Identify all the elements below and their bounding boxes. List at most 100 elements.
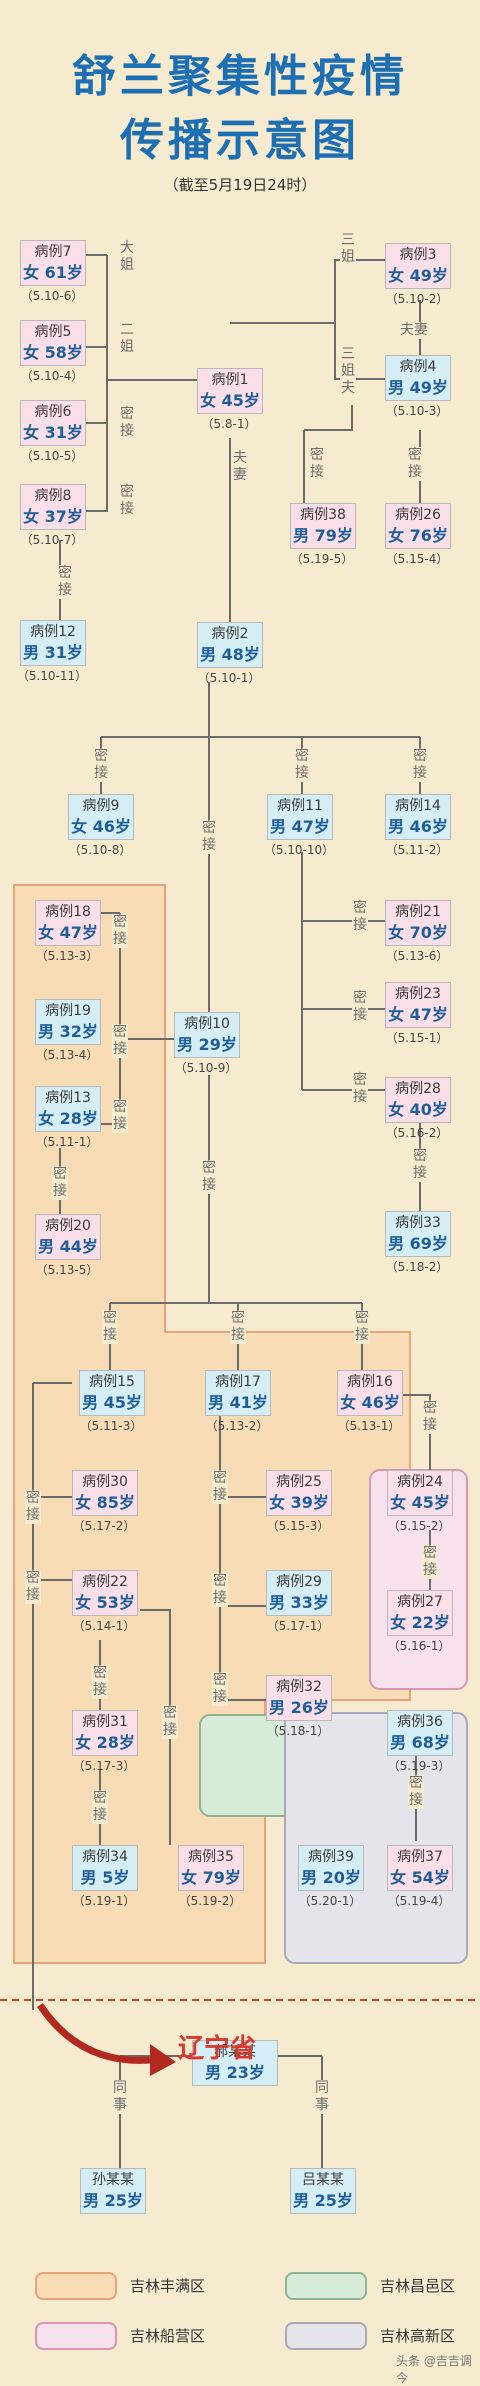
case-gender-age: 女 54岁 — [390, 1868, 450, 1887]
relation-label: 密接 — [230, 1310, 246, 1344]
case-date: （5.13-3） — [35, 949, 99, 963]
relation-label: 夫妻 — [232, 450, 248, 484]
case-gender-age: 女 76岁 — [388, 526, 448, 545]
case-gender-age: 男 23岁 — [205, 2063, 265, 2082]
relation-label: 二姐 — [119, 322, 135, 356]
case-gender-age: 女 79岁 — [181, 1868, 241, 1887]
relation-label: 密接 — [201, 820, 217, 854]
case-gender-age: 女 70岁 — [388, 923, 448, 942]
case-gender-age: 男 32岁 — [38, 1022, 98, 1041]
relation-label: 密接 — [422, 1545, 438, 1579]
case-date: （5.13-6） — [385, 949, 449, 963]
case-gender-age: 女 61岁 — [23, 263, 83, 282]
case-id: 病例22 — [82, 1574, 128, 1590]
case-gender-age: 男 5岁 — [80, 1868, 130, 1887]
relation-label: 密接 — [52, 1166, 68, 1200]
case-date: （5.13-4） — [35, 1048, 99, 1062]
case-gender-age: 女 58岁 — [23, 343, 83, 362]
case-id: 病例14 — [395, 798, 441, 814]
case-date: （5.11-3） — [79, 1419, 143, 1433]
case-card: 吕某某男 25岁 — [290, 2168, 356, 2214]
relation-label: 密接 — [352, 990, 368, 1024]
relation-label: 密接 — [92, 1790, 108, 1824]
case-gender-age: 男 41岁 — [208, 1393, 268, 1412]
case-id: 病例21 — [395, 904, 441, 920]
relation-label: 同事 — [314, 2080, 330, 2114]
case-card: 孙某某男 25岁 — [80, 2168, 146, 2214]
case-id: 病例15 — [89, 1374, 135, 1390]
case-date: （5.13-5） — [35, 1263, 99, 1277]
relation-label: 密接 — [407, 447, 423, 481]
case-id: 病例34 — [82, 1849, 128, 1865]
case-id: 病例26 — [395, 507, 441, 523]
relation-label: 密接 — [112, 1099, 128, 1133]
relation-label: 密接 — [354, 1310, 370, 1344]
edge-case22-case35 — [140, 1609, 171, 1845]
case-id: 病例27 — [397, 1594, 443, 1610]
case-gender-age: 女 28岁 — [75, 1733, 135, 1752]
relation-label: 密接 — [212, 1470, 228, 1504]
case-gender-age: 男 33岁 — [269, 1593, 329, 1612]
edge-case4-children — [304, 405, 353, 431]
relation-label: 密接 — [352, 1072, 368, 1106]
relation-label: 同事 — [112, 2080, 128, 2114]
case-gender-age: 男 79岁 — [293, 526, 353, 545]
relation-label: 密接 — [25, 1570, 41, 1604]
case-id: 病例3 — [399, 247, 437, 263]
case-gender-age: 女 39岁 — [269, 1493, 329, 1512]
case-id: 病例20 — [45, 1218, 91, 1234]
relation-label: 密接 — [92, 1665, 108, 1699]
case-date: （5.20-1） — [298, 1894, 362, 1908]
case-id: 病例30 — [82, 1474, 128, 1490]
case-card: 郝某某男 23岁 — [192, 2040, 278, 2086]
case-id: 郝某某 — [214, 2044, 256, 2060]
relation-label: 三姐 — [340, 232, 356, 266]
legend-swatch — [35, 2272, 117, 2300]
case-date: （5.13-1） — [337, 1419, 401, 1433]
relation-label: 密接 — [294, 748, 310, 782]
case-gender-age: 女 28岁 — [38, 1109, 98, 1128]
red-arrow — [37, 2003, 151, 2064]
case-id: 病例29 — [276, 1574, 322, 1590]
case-gender-age: 男 26岁 — [269, 1698, 329, 1717]
case-gender-age: 女 47岁 — [388, 1005, 448, 1024]
case-date: （5.14-1） — [72, 1619, 136, 1633]
case-gender-age: 女 40岁 — [388, 1100, 448, 1119]
relation-label: 密接 — [212, 1672, 228, 1706]
case-date: （5.8-1） — [201, 417, 257, 431]
relation-label: 密接 — [93, 748, 109, 782]
edge-case3-case4 — [334, 323, 385, 380]
case-id: 病例10 — [184, 1016, 230, 1032]
case-id: 病例32 — [276, 1679, 322, 1695]
case-gender-age: 男 20岁 — [301, 1868, 361, 1887]
watermark: 头条 @吉吉调今 — [396, 2354, 472, 2385]
case-date: （5.17-2） — [72, 1519, 136, 1533]
case-date: （5.10-7） — [20, 533, 84, 547]
case-id: 病例16 — [347, 1374, 393, 1390]
case-date: （5.17-1） — [266, 1619, 330, 1633]
case-gender-age: 男 69岁 — [388, 1234, 448, 1253]
case-id: 病例6 — [34, 404, 72, 420]
legend-swatch — [35, 2322, 117, 2350]
case-date: （5.19-1） — [72, 1894, 136, 1908]
case-gender-age: 女 31岁 — [23, 423, 83, 442]
